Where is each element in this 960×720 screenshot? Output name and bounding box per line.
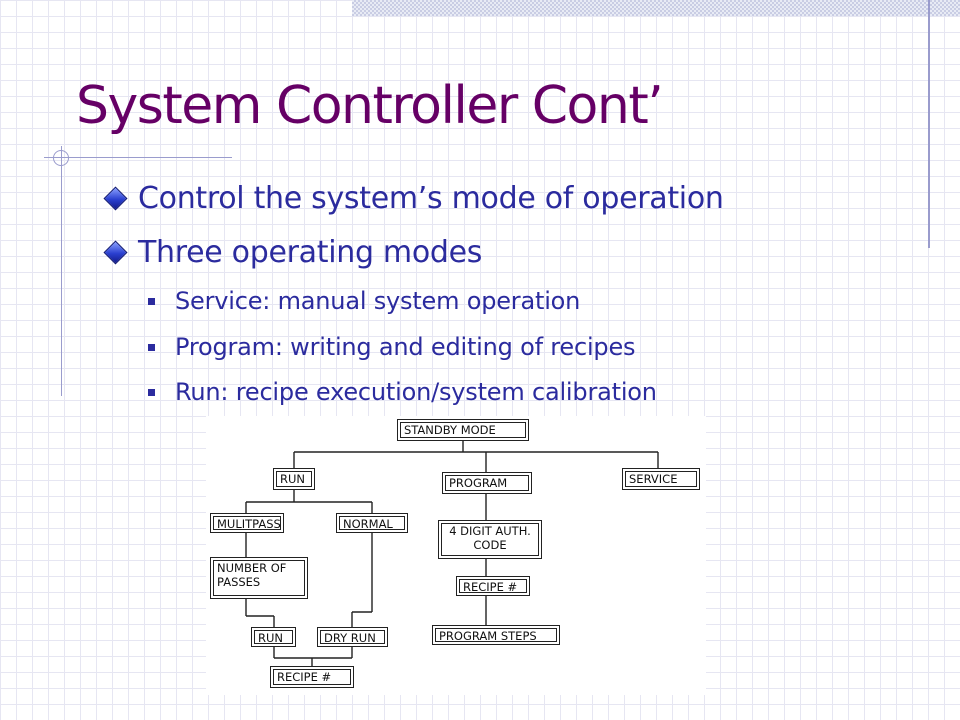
bullet-text: Control the system’s mode of operation — [138, 180, 724, 216]
normal-box: NORMAL — [336, 513, 408, 533]
diamond-bullet-icon — [103, 239, 128, 265]
sub-bullet-text: Run: recipe execution/system calibration — [175, 378, 657, 406]
passes-line-1: NUMBER OF — [217, 561, 287, 575]
run-box: RUN — [251, 627, 296, 647]
program-steps-box: PROGRAM STEPS — [432, 625, 560, 645]
sub-bullet-item: Run: recipe execution/system calibration — [148, 377, 657, 407]
auth-line-2: CODE — [473, 537, 507, 552]
diamond-bullet-icon — [103, 185, 128, 211]
decorative-circle — [53, 150, 69, 166]
decorative-horizontal-line — [44, 157, 232, 158]
square-bullet-icon — [148, 343, 155, 351]
multipass-box: MULITPASS — [210, 513, 284, 533]
mode-flowchart: STANDBY MODE RUN PROGRAM SERVICE MULITPA… — [206, 416, 706, 695]
program-mode-box: PROGRAM — [442, 472, 532, 494]
sub-bullet-text: Service: manual system operation — [175, 287, 581, 315]
square-bullet-icon — [148, 388, 155, 396]
sub-bullet-item: Service: manual system operation — [148, 286, 580, 316]
flowchart-connectors — [245, 440, 659, 666]
sub-bullet-item: Program: writing and editing of recipes — [148, 332, 636, 362]
decorative-left-line — [61, 146, 62, 396]
bullet-item: Three operating modes — [103, 234, 483, 270]
decorative-top-band — [352, 0, 960, 16]
number-of-passes-box: NUMBER OF PASSES — [210, 557, 308, 599]
standby-mode-box: STANDBY MODE — [397, 419, 529, 441]
decorative-vertical-line — [928, 0, 930, 248]
sub-bullet-text: Program: writing and editing of recipes — [175, 333, 636, 361]
auth-line-1: 4 DIGIT AUTH. — [449, 524, 531, 538]
run-recipe-box: RECIPE # — [270, 666, 354, 688]
service-mode-box: SERVICE — [622, 468, 700, 490]
auth-code-box: 4 DIGIT AUTH. CODE — [438, 520, 542, 559]
bullet-item: Control the system’s mode of operation — [103, 180, 724, 216]
dry-run-box: DRY RUN — [317, 627, 388, 647]
slide-title: System Controller Cont’ — [76, 76, 664, 136]
passes-line-2: PASSES — [217, 574, 261, 589]
program-recipe-box: RECIPE # — [456, 576, 530, 596]
square-bullet-icon — [148, 297, 155, 305]
run-mode-box: RUN — [273, 468, 315, 490]
bullet-text: Three operating modes — [138, 234, 483, 270]
